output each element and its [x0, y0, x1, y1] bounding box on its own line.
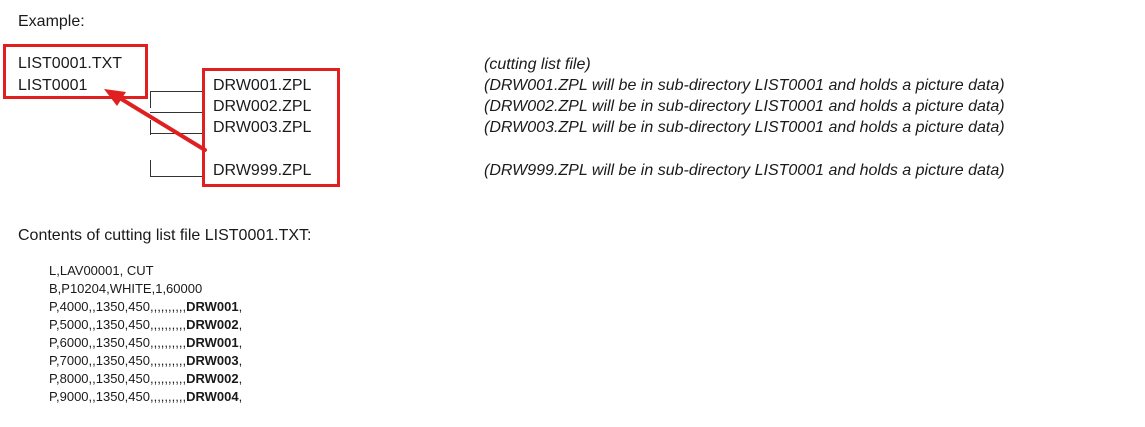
contents-line: P,6000,,1350,450,,,,,,,,,,DRW001,	[49, 335, 243, 350]
tree-connector	[150, 120, 151, 135]
root-file-description: (cutting list file)	[484, 56, 591, 73]
tree-connector	[150, 160, 151, 176]
contents-line: P,9000,,1350,450,,,,,,,,,,DRW004,	[49, 389, 243, 404]
example-heading: Example:	[18, 13, 85, 30]
file-description: (DRW003.ZPL will be in sub-directory LIS…	[484, 119, 1005, 136]
root-file-name: LIST0001.TXT	[18, 55, 123, 72]
file-drw999: DRW999.ZPL	[213, 162, 312, 179]
contents-line: B,P10204,WHITE,1,60000	[49, 281, 203, 296]
file-drw003: DRW003.ZPL	[213, 119, 312, 136]
tree-branch	[150, 91, 202, 92]
contents-heading: Contents of cutting list file LIST0001.T…	[18, 227, 312, 244]
files-highlight-box	[202, 68, 340, 187]
root-highlight-box	[3, 44, 148, 99]
file-description: (DRW002.ZPL will be in sub-directory LIS…	[484, 98, 1005, 115]
tree-connector	[150, 91, 151, 108]
contents-listing: L,LAV00001, CUT B,P10204,WHITE,1,60000 P…	[49, 262, 242, 406]
contents-line: P,7000,,1350,450,,,,,,,,,,DRW003,	[49, 353, 243, 368]
file-description: (DRW999.ZPL will be in sub-directory LIS…	[484, 162, 1005, 179]
contents-line: P,8000,,1350,450,,,,,,,,,,DRW002,	[49, 371, 243, 386]
file-drw001: DRW001.ZPL	[213, 77, 312, 94]
tree-branch	[150, 176, 202, 177]
file-description: (DRW001.ZPL will be in sub-directory LIS…	[484, 77, 1005, 94]
root-dir-name: LIST0001	[18, 77, 88, 94]
contents-line: P,5000,,1350,450,,,,,,,,,,DRW002,	[49, 317, 243, 332]
file-drw002: DRW002.ZPL	[213, 98, 312, 115]
tree-branch	[150, 112, 202, 113]
contents-line: P,4000,,1350,450,,,,,,,,,,DRW001,	[49, 299, 243, 314]
contents-line: L,LAV00001, CUT	[49, 263, 154, 278]
